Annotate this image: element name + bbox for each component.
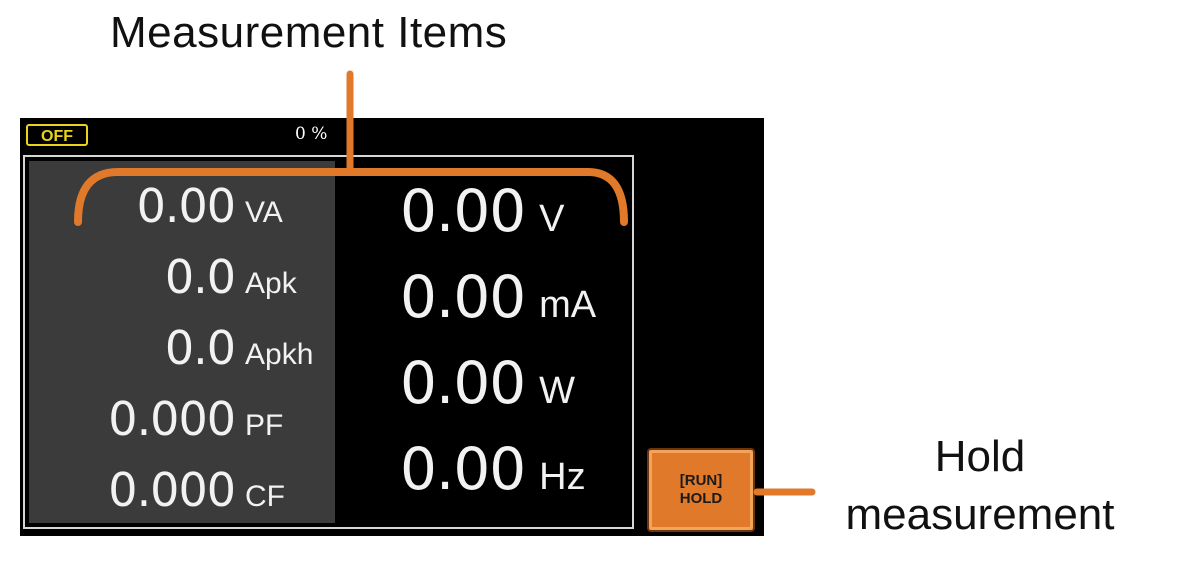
readout-unit: mA <box>539 284 597 326</box>
readout-unit: W <box>539 370 576 412</box>
output-off-badge: OFF <box>26 124 88 146</box>
readout-unit: Hz <box>539 456 586 498</box>
measurement-unit: PF <box>245 409 284 442</box>
hold-callout-line1: Hold <box>934 432 1026 481</box>
percent-readout: 0 % <box>295 124 328 144</box>
hold-callout-line2: measurement <box>845 490 1115 539</box>
device-screen: OFF 0 % 0.00 VA 0.0 Apk 0.0 Apkh 0.000 P… <box>20 118 764 536</box>
measurement-row-va[interactable]: 0.00 VA <box>35 179 335 233</box>
measurement-items-list[interactable]: 0.00 VA 0.0 Apk 0.0 Apkh 0.000 PF 0.000 … <box>29 161 335 523</box>
measurement-row-apk[interactable]: 0.0 Apk <box>35 250 335 304</box>
measurement-unit: CF <box>245 480 285 513</box>
measurement-unit: Apk <box>245 267 297 300</box>
measurement-items-bracket <box>74 168 628 226</box>
readout-value: 0.00 <box>400 349 526 417</box>
measurement-value: 0.0 <box>164 321 236 375</box>
measurement-row-pf[interactable]: 0.000 PF <box>35 392 335 446</box>
measurement-value: 0.00 <box>136 179 236 233</box>
measurement-items-callout: Measurement Items <box>110 8 508 57</box>
readout-value: 0.00 <box>400 435 526 503</box>
measurement-row-apkh[interactable]: 0.0 Apkh <box>35 321 335 375</box>
main-readout-frequency: 0.00 Hz <box>400 435 586 503</box>
measurement-panel: 0.00 VA 0.0 Apk 0.0 Apkh 0.000 PF 0.000 … <box>23 155 634 529</box>
measurement-value: 0.000 <box>108 392 236 446</box>
main-readout-power: 0.00 W <box>400 349 575 417</box>
readout-value: 0.00 <box>400 177 526 245</box>
measurement-unit: VA <box>245 196 283 229</box>
run-hold-button[interactable]: [RUN] HOLD <box>647 448 755 532</box>
main-readout-current: 0.00 mA <box>400 263 596 331</box>
measurement-value: 0.0 <box>164 250 236 304</box>
measurement-unit: Apkh <box>245 338 314 371</box>
run-hold-label-line2: HOLD <box>679 490 723 507</box>
measurement-row-cf[interactable]: 0.000 CF <box>35 463 335 517</box>
readout-value: 0.00 <box>400 263 526 331</box>
readout-unit: V <box>539 198 565 240</box>
main-readout-voltage: 0.00 V <box>400 177 565 245</box>
run-hold-label-line1: [RUN] <box>679 472 723 489</box>
hold-measurement-callout: Hold measurement <box>800 428 1160 544</box>
measurement-value: 0.000 <box>108 463 236 517</box>
